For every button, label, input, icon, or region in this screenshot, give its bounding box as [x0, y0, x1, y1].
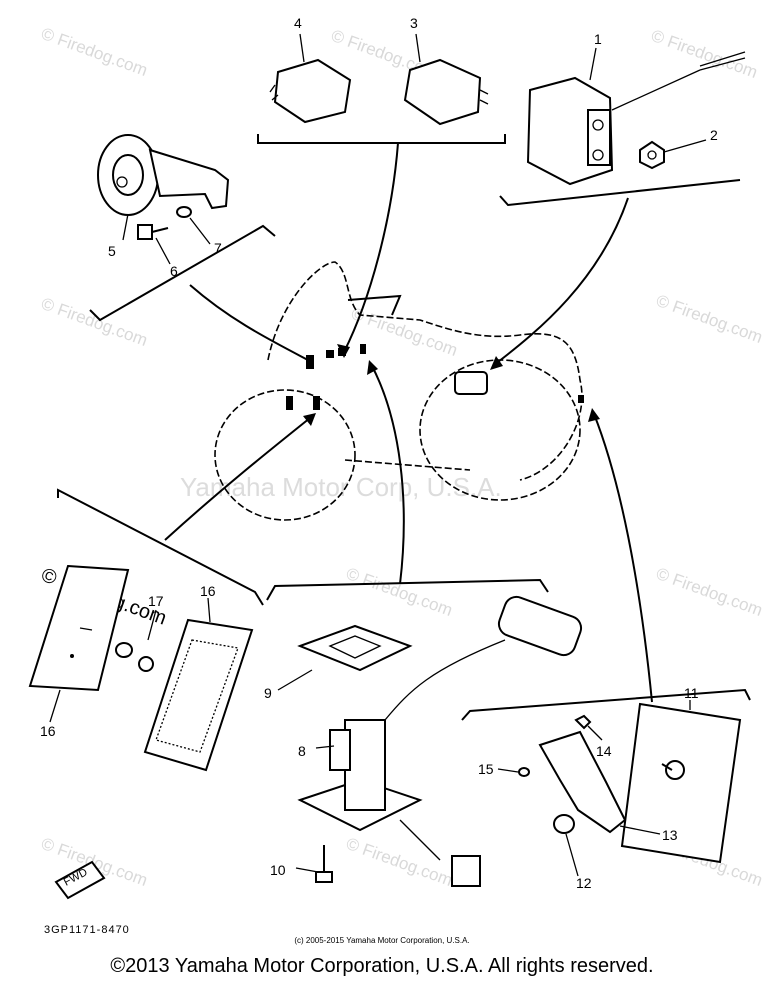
reflector-marker [313, 396, 320, 410]
rear-box [454, 371, 488, 395]
callout-16-right: 16 [200, 583, 216, 599]
rear-marker [578, 395, 584, 403]
leader-reflector [164, 417, 311, 541]
copyright-notice: ©2013 Yamaha Motor Corporation, U.S.A. A… [110, 955, 654, 977]
callout-16-left: 16 [40, 723, 56, 739]
watermark: © Firedog.com [344, 834, 455, 890]
rear-reflector-11 [620, 702, 742, 864]
nut-2 [639, 140, 665, 170]
bracket-relays [257, 134, 506, 144]
bodywork [267, 261, 583, 481]
callout-11: 11 [684, 685, 699, 701]
watermark: © Firedog.com [654, 564, 764, 620]
screw-14 [574, 714, 592, 730]
fastener-17 [115, 642, 154, 672]
screw-15 [518, 767, 530, 777]
rear-wheel [419, 359, 581, 501]
horn-5 [97, 134, 230, 216]
watermark: © Firedog.com [649, 26, 760, 82]
callout-5: 5 [108, 243, 116, 259]
reflector-16-right [143, 618, 254, 772]
watermark: © Firedog.com [39, 294, 150, 350]
washer-7 [176, 206, 192, 218]
callout-15: 15 [478, 761, 494, 777]
relay-3 [403, 58, 489, 126]
bracket-horn [89, 224, 276, 322]
leader-horn [189, 284, 309, 361]
motorcycle-outline [214, 261, 584, 521]
callout-4: 4 [294, 15, 302, 31]
bracket-reflectors [57, 488, 264, 606]
bracket-fuel-sender [266, 578, 549, 601]
handlebar [347, 294, 402, 316]
leader-rear-reflector [593, 413, 653, 703]
center-watermark: Yamaha Motor Corp, U.S.A. [180, 472, 502, 502]
diagram-code: 3GP1171-8470 [44, 924, 130, 936]
bolt-10 [315, 845, 333, 883]
watermark: © Firedog.com [654, 291, 764, 347]
relay-marker [326, 350, 334, 358]
sensor-1 [526, 51, 746, 186]
callout-9: 9 [264, 685, 272, 701]
callout-12: 12 [576, 875, 592, 891]
small-copyright: (c) 2005-2015 Yamaha Motor Corporation, … [294, 936, 470, 945]
relay-marker [360, 344, 366, 354]
watermark: © Firedog.com [39, 24, 150, 80]
callout-17: 17 [148, 593, 164, 609]
leader-relays [343, 142, 399, 353]
watermark: © Firedog.com [344, 564, 455, 620]
relay-marker [306, 355, 314, 369]
bracket-rear [538, 730, 627, 834]
relay-marker [338, 348, 346, 356]
relay-4 [269, 58, 352, 124]
fuel-sender-8 [297, 595, 583, 887]
bolt-6 [137, 224, 169, 240]
gasket-9 [297, 624, 413, 672]
bracket-rear-reflector [461, 688, 751, 721]
group-brackets [57, 134, 751, 721]
callout-2: 2 [710, 127, 718, 143]
callout-1: 1 [594, 31, 602, 47]
nut-12 [553, 814, 575, 834]
bracket-sensor [499, 179, 741, 207]
callout-3: 3 [410, 15, 418, 31]
reflector-16-left [28, 564, 130, 692]
callout-8: 8 [298, 743, 306, 759]
callout-10: 10 [270, 862, 286, 878]
callout-6: 6 [170, 263, 178, 279]
leader-sensor [493, 197, 629, 366]
callout-7: 7 [214, 240, 222, 256]
reflector-marker [286, 396, 293, 410]
frame-lower [344, 459, 471, 471]
callout-13: 13 [662, 827, 678, 843]
callout-14: 14 [596, 743, 612, 759]
callout-leaders [49, 33, 707, 877]
callout-numbers: 4 3 1 2 5 6 7 9 8 10 11 12 13 14 15 16 1… [40, 15, 718, 891]
front-wheel [214, 389, 356, 521]
fwd-arrow-icon: FWD [54, 860, 106, 900]
